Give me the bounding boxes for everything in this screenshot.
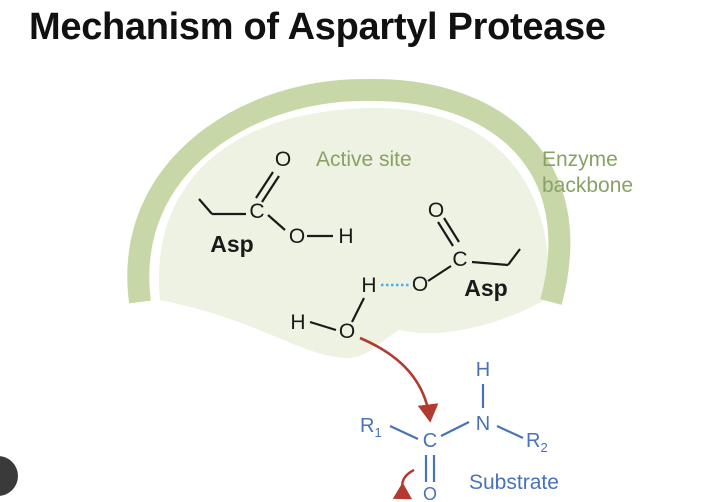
corner-avatar-partial — [0, 456, 18, 496]
substrate-r2: R2 — [526, 430, 548, 455]
active-site-region — [158, 107, 548, 359]
water-h-top: H — [361, 274, 376, 297]
right-asp-double-bond-b — [443, 217, 460, 243]
left-asp-label: Asp — [210, 231, 253, 257]
left-asp-hydroxyl-o: O — [289, 225, 305, 248]
left-asp-chain-bond-1 — [198, 198, 213, 215]
right-asp-carbon: C — [452, 248, 467, 271]
water-o-h-left-bond — [309, 320, 337, 332]
left-asp-double-bond-a — [255, 171, 274, 199]
left-asp-carbon: C — [249, 200, 264, 223]
substrate-nitrogen: N — [476, 413, 490, 435]
right-asp-double-bond-a — [437, 221, 454, 247]
active-site-label: Active site — [316, 148, 412, 171]
right-asp-chain-bond-1 — [507, 248, 521, 266]
substrate-c-n-bond — [440, 421, 470, 437]
enzyme-backbone-label-line2: backbone — [542, 174, 633, 197]
left-asp-c-o-bond — [267, 214, 286, 231]
right-asp-label: Asp — [464, 275, 507, 301]
right-asp-c-o-bond — [427, 265, 452, 282]
left-asp-hydroxyl-h: H — [338, 225, 353, 248]
substrate-label: Substrate — [469, 471, 559, 494]
substrate-carbon: C — [423, 430, 437, 452]
water-molecule: H H O — [290, 274, 409, 343]
left-asp-double-bond-b — [261, 175, 280, 203]
substrate-molecule: R1 C N H R2 O — [360, 359, 548, 502]
substrate-r1: R1 — [360, 415, 382, 440]
right-asp-chain-bond-2 — [471, 260, 509, 267]
left-asp-residue: O C O H Asp — [198, 148, 354, 257]
right-asp-residue: O C O Asp — [412, 199, 521, 301]
left-asp-carbonyl-o: O — [275, 148, 291, 171]
substrate-oxygen: O — [423, 484, 437, 502]
right-asp-carbonyl-o: O — [428, 199, 444, 222]
page-title: Mechanism of Aspartyl Protease — [29, 6, 606, 48]
enzyme-backbone-arc — [127, 78, 571, 305]
right-asp-ester-o: O — [412, 273, 428, 296]
substrate-hydrogen: H — [476, 359, 490, 381]
enzyme-backbone-label-line1: Enzyme — [542, 148, 618, 171]
substrate-n-r2-bond — [496, 425, 524, 439]
carbonyl-electron-arrow — [392, 468, 415, 500]
water-oxygen: O — [339, 320, 355, 343]
water-h-left: H — [290, 311, 305, 334]
nucleophilic-attack-arrow — [359, 336, 439, 423]
water-o-h-top-bond — [351, 297, 365, 323]
substrate-r1-c-bond — [389, 425, 419, 440]
